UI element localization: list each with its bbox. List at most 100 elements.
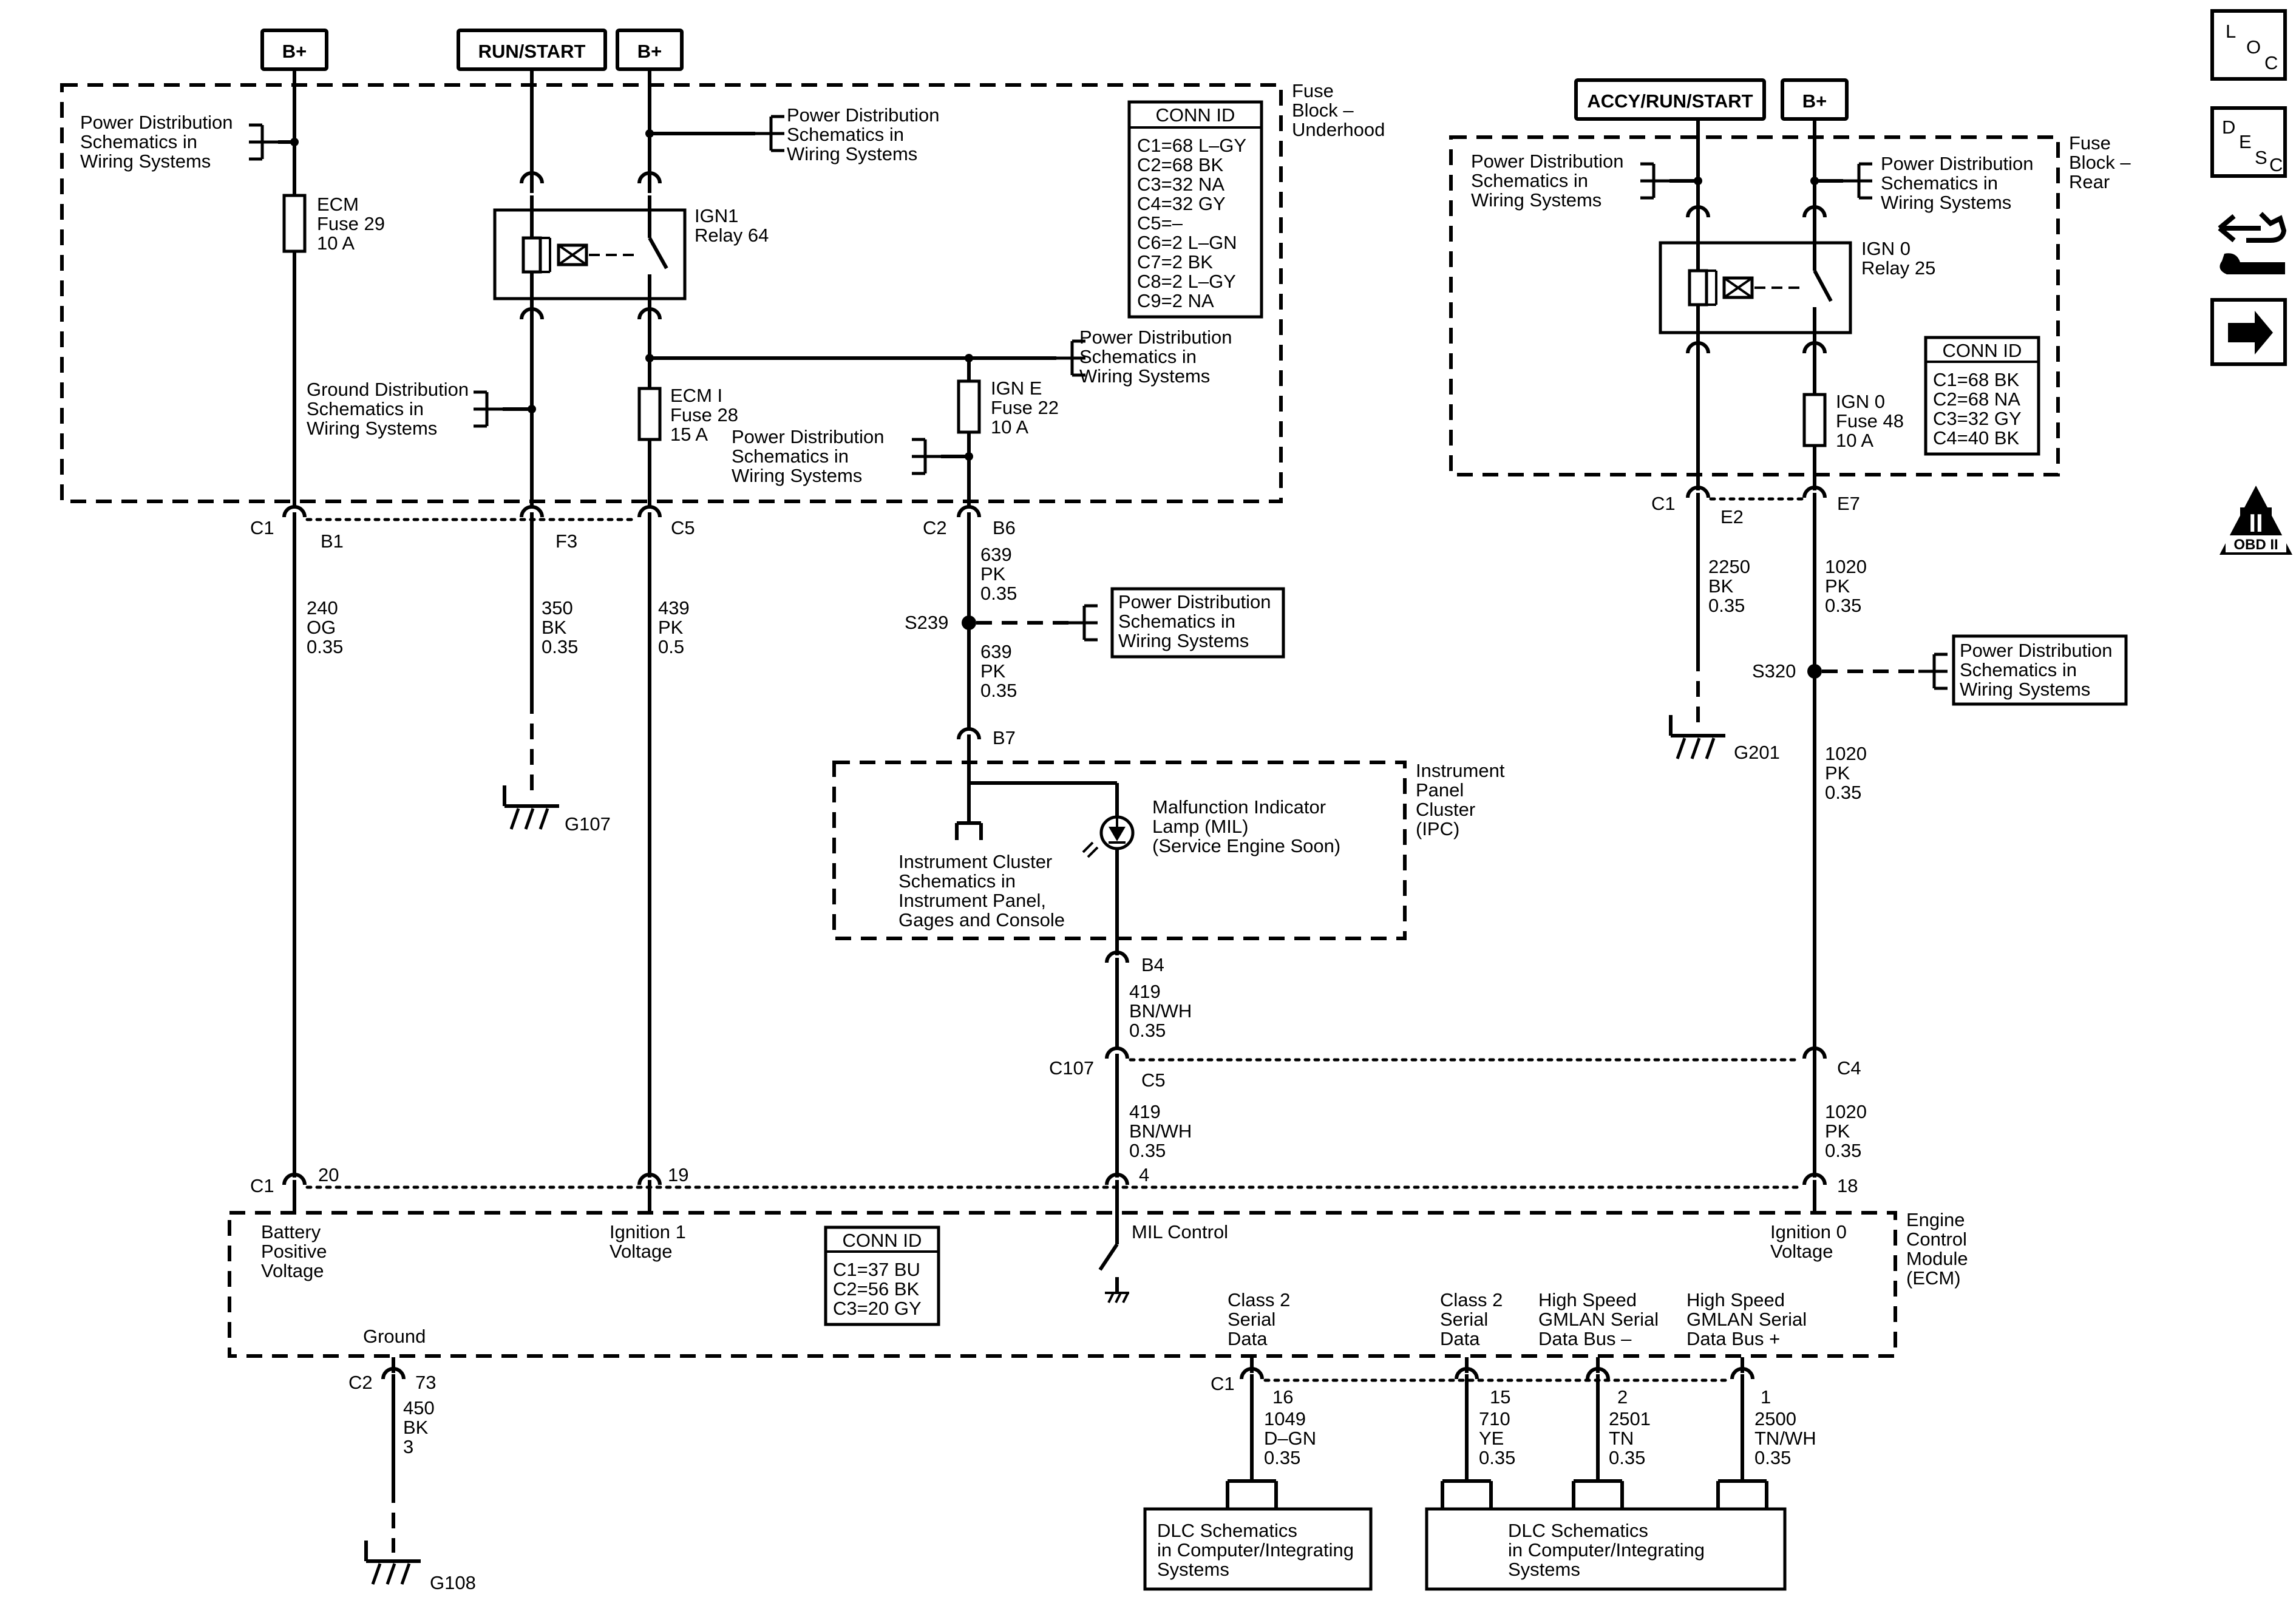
svg-text:C1=68 L–GY C2=68 BK: C1=68 L–GY C2=68 BK C3=32 NA C4=32 GY C5…: [1137, 135, 1251, 311]
ign1-relay: [493, 195, 687, 317]
svg-text:II: II: [2249, 509, 2263, 537]
bplus-label-2: B+: [616, 29, 684, 71]
dlc-box-2: [1425, 1507, 1787, 1591]
conn-c4: C4: [1837, 1057, 1861, 1079]
ipc-schematics-ref: Instrument Cluster Schematics in Instrum…: [898, 851, 1065, 931]
svg-text:CONN ID: CONN ID: [1156, 104, 1235, 126]
conn-c2-ecm: C2: [348, 1372, 373, 1393]
ground-g107-label: G107: [565, 813, 611, 835]
mil-lamp: [1082, 815, 1135, 858]
power-dist-ref-3: Power Distribution Schematics in Wiring …: [1079, 327, 1237, 387]
mil-control-switch: [1098, 1195, 1129, 1303]
wire-1020c-label: 1020 PK 0.35: [1825, 1101, 1872, 1161]
wire-1049-label: 1049 D–GN 0.35: [1264, 1408, 1322, 1468]
wire-639b-label: 639 PK 0.35: [980, 641, 1017, 701]
loc-nav-icon[interactable]: L O C: [2210, 9, 2287, 81]
fuse-block-underhood-label: Fuse Block – Underhood: [1292, 80, 1385, 140]
splice-s239: [962, 615, 976, 630]
svg-text:B+: B+: [1802, 90, 1827, 112]
ground-dist-ref: Ground Distribution Schematics in Wiring…: [307, 379, 474, 439]
svg-text:C: C: [2264, 52, 2278, 73]
ground-g201-label: G201: [1734, 742, 1780, 763]
conn-id-ecm: CONN ID C1=37 BU C2=56 BK C3=20 GY: [824, 1225, 940, 1326]
conn-b1: B1: [321, 531, 344, 552]
wire-240-label: 240 OG 0.35: [307, 597, 343, 657]
ecm-pin-mil-control: MIL Control: [1132, 1221, 1228, 1242]
wire-2501-label: 2501 TN 0.35: [1609, 1408, 1656, 1468]
ecm-pin-class2-b: Class 2 Serial Data: [1440, 1289, 1508, 1349]
conn-c107: C107: [1049, 1057, 1094, 1079]
conn-c5-ipc: C5: [1141, 1070, 1166, 1091]
next-arrow-nav-icon[interactable]: [2210, 298, 2287, 366]
svg-text:C1=37 BU C2=56 BK: C1=37 BU C2=56 BK C3=20 GY: [833, 1259, 926, 1319]
conn-b6: B6: [993, 517, 1016, 538]
pin-18: 18: [1837, 1175, 1858, 1196]
svg-text:CONN ID: CONN ID: [843, 1230, 922, 1251]
svg-text:ACCY/RUN/START: ACCY/RUN/START: [1587, 90, 1753, 112]
conn-c2: C2: [923, 517, 947, 538]
pin-73: 73: [415, 1372, 436, 1393]
ground-g107: [504, 785, 559, 829]
dlc-ref-2: DLC Schematics in Computer/Integrating S…: [1508, 1520, 1710, 1580]
ecm-outline: [228, 1211, 1897, 1358]
ecm-pin-class2-a: Class 2 Serial Data: [1228, 1289, 1296, 1349]
wire-710-label: 710 YE 0.35: [1479, 1408, 1515, 1468]
mil-label: Malfunction Indicator Lamp (MIL) (Servic…: [1152, 796, 1340, 856]
ecm-pin-ignition1: Ignition 1 Voltage: [610, 1221, 691, 1262]
wire-2500-label: 2500 TN/WH 0.35: [1754, 1408, 1821, 1468]
conn-id-underhood: CONN ID C1=68 L–GY C2=68 BK C3=32 NA C4=…: [1127, 100, 1263, 319]
ecm-pin-gmlan-minus: High Speed GMLAN Serial Data Bus –: [1538, 1289, 1664, 1349]
svg-text:C: C: [2269, 154, 2283, 175]
svg-text:OBD II: OBD II: [2233, 537, 2278, 553]
svg-text:B+: B+: [282, 41, 307, 62]
conn-c1-ecm-bottom: C1: [1211, 1373, 1235, 1394]
svg-text:RUN/START: RUN/START: [478, 41, 586, 62]
ecm-i-fuse: [637, 387, 662, 441]
pin-20: 20: [318, 1164, 339, 1185]
ipc-label: Instrument Panel Cluster (IPC): [1416, 760, 1510, 839]
conn-c1-rear: C1: [1651, 493, 1676, 514]
dlc-box-1: [1143, 1507, 1373, 1591]
svg-text:C1=68 BK C2=68 NA: C1=68 BK C2=68 NA C3=32 GY C4=40 BK: [1933, 369, 2026, 449]
wire-450-label: 450 BK 3: [403, 1397, 440, 1457]
conn-id-rear: CONN ID C1=68 BK C2=68 NA C3=32 GY C4=40…: [1924, 336, 2040, 456]
desc-nav-icon[interactable]: D E S C: [2210, 106, 2287, 178]
ecm-pin-gmlan-plus: High Speed GMLAN Serial Data Bus +: [1686, 1289, 1812, 1349]
pin-4: 4: [1139, 1164, 1149, 1185]
conn-f3: F3: [555, 531, 577, 552]
run-start-label: RUN/START: [457, 29, 607, 71]
conn-c1-ecm: C1: [250, 1175, 274, 1196]
connector-wrench-nav-icon[interactable]: [2218, 212, 2287, 274]
fuse-block-rear-outline: [1449, 135, 2060, 476]
bplus-label-3: B+: [1781, 78, 1849, 121]
dlc-ref-1: DLC Schematics in Computer/Integrating S…: [1157, 1520, 1359, 1580]
svg-text:D: D: [2222, 117, 2235, 138]
power-dist-ref-2: Power Distribution Schematics in Wiring …: [787, 104, 945, 164]
fuse-block-rear-label: Fuse Block – Rear: [2069, 132, 2136, 192]
ecm-pin-ground: Ground: [363, 1326, 426, 1347]
svg-text:B+: B+: [637, 41, 662, 62]
svg-text:L: L: [2226, 21, 2236, 42]
wire-419b-label: 419 BN/WH 0.35: [1129, 1101, 1197, 1161]
svg-text:CONN ID: CONN ID: [1943, 340, 2022, 361]
splice-s320-label: S320: [1752, 660, 1796, 682]
wire-1020a-label: 1020 PK 0.35: [1825, 556, 1872, 616]
pin-2: 2: [1617, 1386, 1628, 1408]
wire-419a-label: 419 BN/WH 0.35: [1129, 981, 1197, 1041]
power-dist-ref-1: Power Distribution Schematics in Wiring …: [80, 112, 238, 172]
ign0-relay: [1659, 227, 1852, 351]
conn-e2: E2: [1720, 506, 1744, 527]
ecm-fuse: [282, 194, 307, 253]
ign0-relay-label: IGN 0 Relay 25: [1861, 238, 1935, 279]
svg-text:S: S: [2255, 147, 2267, 168]
svg-text:O: O: [2246, 36, 2261, 58]
svg-text:E: E: [2239, 131, 2252, 152]
ign-e-fuse-label: IGN E Fuse 22 10 A: [991, 378, 1064, 438]
ecm-i-fuse-label: ECM I Fuse 28 15 A: [670, 385, 744, 445]
wire-639a-label: 639 PK 0.35: [980, 544, 1017, 604]
wire-2250-label: 2250 BK 0.35: [1708, 556, 1756, 616]
power-dist-ref-6: Power Distribution Schematics in Wiring …: [1471, 151, 1629, 211]
pin-19: 19: [668, 1164, 688, 1185]
power-dist-ref-4: Power Distribution Schematics in Wiring …: [732, 426, 889, 486]
